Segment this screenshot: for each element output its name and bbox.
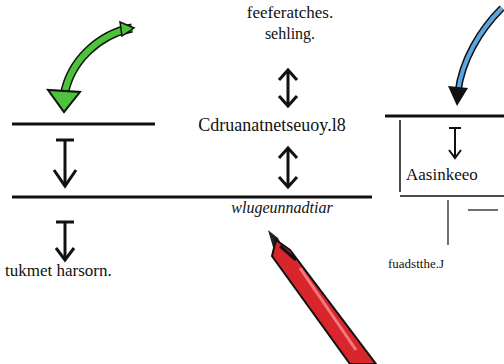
rule-line <box>468 209 498 210</box>
double-arrow <box>279 148 297 187</box>
blue-arrow <box>448 8 502 106</box>
handwritten-label: sehling. <box>265 25 315 43</box>
handwritten-label: wlugeunnadtiar <box>231 199 332 217</box>
handwritten-label: Cdruanatnetseuoy.l8 <box>198 116 345 136</box>
double-arrow <box>279 70 297 106</box>
handwritten-label: feeferatches. <box>247 4 333 23</box>
down-arrow <box>449 128 461 158</box>
rule-line <box>399 120 401 192</box>
down-arrow <box>56 222 74 260</box>
rule-line <box>385 115 504 118</box>
handwritten-label: Aasinkeeo <box>406 166 478 185</box>
red-pen <box>268 230 376 364</box>
rule-line <box>12 123 155 126</box>
handwritten-label: fuadstthe.J <box>388 257 444 271</box>
leader-line <box>447 200 448 245</box>
handwritten-label: tukmet harsorn. <box>5 262 112 281</box>
down-arrow <box>54 140 76 186</box>
green-curved-arrow <box>48 22 134 112</box>
rule-line <box>400 195 504 197</box>
rule-line <box>12 196 372 199</box>
